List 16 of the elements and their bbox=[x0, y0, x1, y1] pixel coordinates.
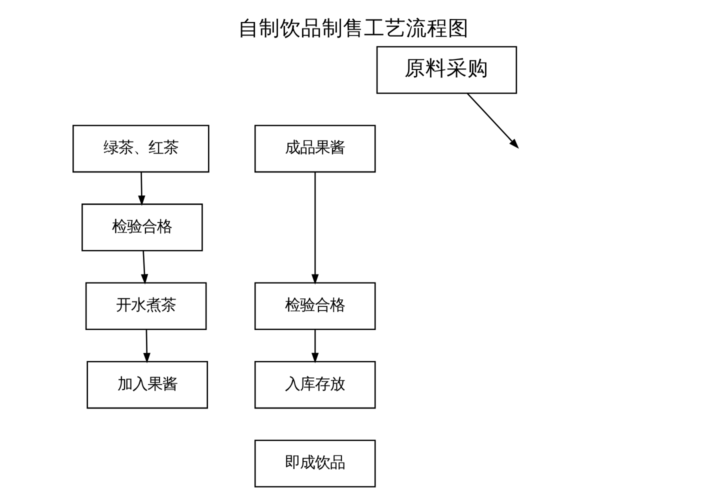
node-box: 检验合格 bbox=[254, 282, 376, 330]
node-box: 检验合格 bbox=[82, 204, 203, 252]
arrow bbox=[143, 329, 150, 364]
node-box: 成品果酱 bbox=[254, 124, 376, 173]
node-box: 原料采购 bbox=[376, 46, 518, 94]
arrow bbox=[312, 172, 319, 285]
node-box: 绿茶、红茶 bbox=[72, 124, 210, 173]
arrow bbox=[466, 92, 519, 149]
arrow bbox=[140, 250, 148, 285]
node-box: 入库存放 bbox=[254, 360, 376, 409]
diagram-title: 自制饮品制售工艺流程图 bbox=[238, 16, 469, 40]
node-box: 即成饮品 bbox=[254, 440, 376, 488]
arrow bbox=[312, 329, 319, 364]
node-box: 开水煮茶 bbox=[85, 282, 207, 330]
node-box: 加入果酱 bbox=[86, 360, 208, 409]
arrow bbox=[138, 172, 146, 206]
